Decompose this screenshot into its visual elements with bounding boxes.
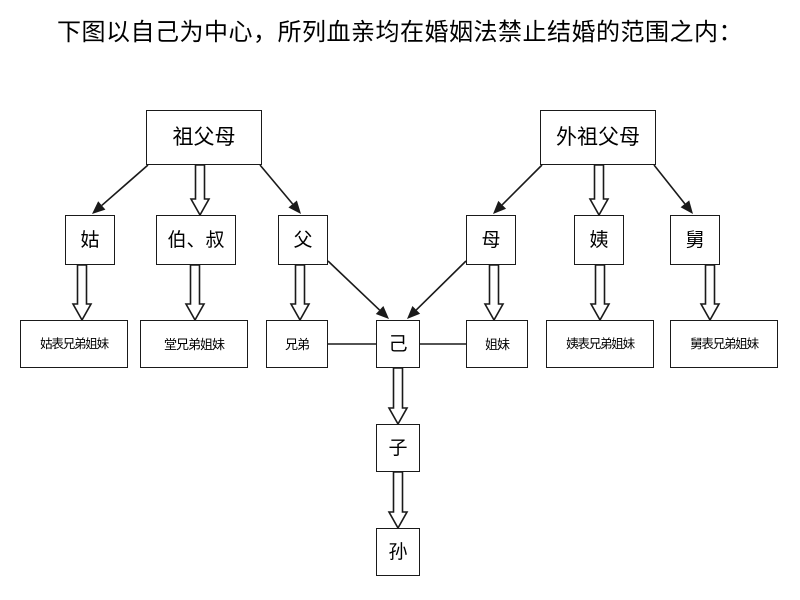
node-label: 孙 [388,541,408,563]
edge-zufumu-to-gu-head [92,201,106,214]
edge-zufumu-to-gu-shaft [101,164,149,207]
node-gu[interactable]: 姑 [65,215,115,265]
node-label: 舅表兄弟姐妹 [690,336,759,351]
node-label: 子 [388,437,408,459]
node-jiubiao[interactable]: 舅表兄弟姐妹 [670,320,778,368]
node-yibiao[interactable]: 姨表兄弟姐妹 [546,320,654,368]
edge-waizufumu-to-jiu-shaft [653,164,686,205]
edge-mu-to-jiemei [483,264,505,322]
edge-zi-to-sun [387,471,409,530]
kinship-diagram: 祖父母 外祖父母姑 伯、叔 父 母 姨 舅姑表兄弟姐妹 堂兄弟姐妹 兄弟 己 姐妹 姨表兄弟姐妹 舅表兄… [0,70,800,600]
node-jiemei[interactable]: 姐妹 [466,320,528,368]
edge-ji-to-zi [387,367,409,426]
node-tangxiongdi[interactable]: 堂兄弟姐妹 [140,320,248,368]
edge-fu-to-xiongdi [289,264,311,322]
node-label: 己 [388,333,408,355]
edge-fu-to-ji-shaft [327,260,381,311]
node-yi[interactable]: 姨 [574,215,624,265]
node-mu[interactable]: 母 [466,215,516,265]
node-xiongdi[interactable]: 兄弟 [266,320,328,368]
node-boshu[interactable]: 伯、叔 [156,215,236,265]
node-sun[interactable]: 孙 [376,528,420,576]
node-label: 姨表兄弟姐妹 [566,336,635,351]
node-label: 外祖父母 [556,126,640,149]
edge-zufumu-to-fu-head [288,200,301,214]
node-gubiao[interactable]: 姑表兄弟姐妹 [20,320,128,368]
node-label: 母 [481,229,501,251]
node-jiu[interactable]: 舅 [670,215,720,265]
node-label: 祖父母 [172,126,236,149]
edge-waizufumu-to-mu-shaft [501,164,543,206]
edge-zufumu-to-fu-shaft [259,164,294,205]
node-label: 姐妹 [484,336,510,352]
edge-mu-to-ji-head [407,305,421,319]
node-label: 姑 [80,229,100,251]
edge-gu-to-gubiao [71,264,93,322]
edge-waizufumu-to-yi [588,164,610,217]
edge-yi-to-yibiao [589,264,611,322]
edge-waizufumu-to-mu-head [493,200,507,214]
edge-fu-to-ji-head [375,306,389,319]
edge-boshu-to-tangxiongdi [184,264,206,322]
node-label: 舅 [685,229,705,251]
node-label: 伯、叔 [167,229,225,251]
edge-jiu-to-jiubiao [699,264,721,322]
node-zi[interactable]: 子 [376,424,420,472]
page-title: 下图以自己为中心，所列血亲均在婚姻法禁止结婚的范围之内： [57,20,743,46]
node-ji[interactable]: 己 [376,320,420,368]
edge-zufumu-to-boshu [189,164,211,217]
node-label: 姑表兄弟姐妹 [40,336,109,351]
edge-waizufumu-to-jiu-head [680,200,693,214]
node-label: 姨 [589,229,609,251]
node-zufumu[interactable]: 祖父母 [146,110,262,165]
node-fu[interactable]: 父 [278,215,328,265]
node-label: 堂兄弟姐妹 [163,336,225,352]
edge-mu-to-ji-shaft [415,260,467,311]
node-waizufumu[interactable]: 外祖父母 [540,110,656,165]
node-label: 父 [293,229,313,251]
node-label: 兄弟 [284,336,310,352]
